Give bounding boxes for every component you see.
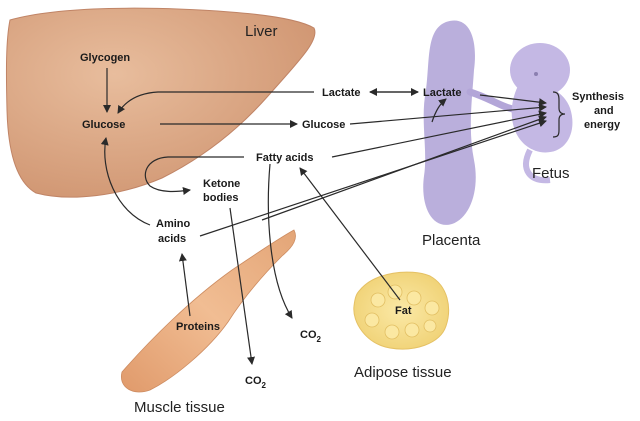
ketone-label-line2: bodies — [203, 192, 238, 204]
fetus-label: Fetus — [532, 165, 570, 182]
co2-b-text: CO — [245, 375, 262, 387]
fetus-shape — [510, 43, 572, 180]
synthesis-label-line2: and — [594, 105, 614, 117]
ketone-label-line1: Ketone — [203, 178, 240, 190]
co2-ketone-label: CO2 — [245, 375, 267, 390]
muscle-label: Muscle tissue — [134, 399, 225, 416]
fat-label: Fat — [395, 305, 412, 317]
amino-label-line1: Amino — [156, 218, 191, 230]
lactate-placenta-label: Lactate — [423, 87, 462, 99]
co2-b-subscript: 2 — [262, 381, 267, 390]
proteins-label: Proteins — [176, 321, 220, 333]
synthesis-label-line3: energy — [584, 119, 621, 131]
placenta-shape — [423, 21, 476, 225]
umbilical-cord — [470, 92, 518, 110]
glucose-liver-label: Glucose — [82, 119, 125, 131]
lactate-left-label: Lactate — [322, 87, 361, 99]
co2-a-subscript: 2 — [317, 335, 322, 344]
adipose-label: Adipose tissue — [354, 364, 452, 381]
muscle-shape — [121, 230, 295, 392]
glycogen-label: Glycogen — [80, 52, 130, 64]
fatty-acids-label: Fatty acids — [256, 152, 313, 164]
amino-label-line2: acids — [158, 233, 186, 245]
synthesis-label-line1: Synthesis — [572, 91, 624, 103]
placenta-label: Placenta — [422, 232, 481, 249]
arrow-amino-fetus — [200, 121, 546, 236]
glucose-middle-label: Glucose — [302, 119, 345, 131]
liver-label: Liver — [245, 23, 278, 40]
co2-a-text: CO — [300, 329, 317, 341]
co2-fattyacids-label: CO2 — [300, 329, 322, 344]
